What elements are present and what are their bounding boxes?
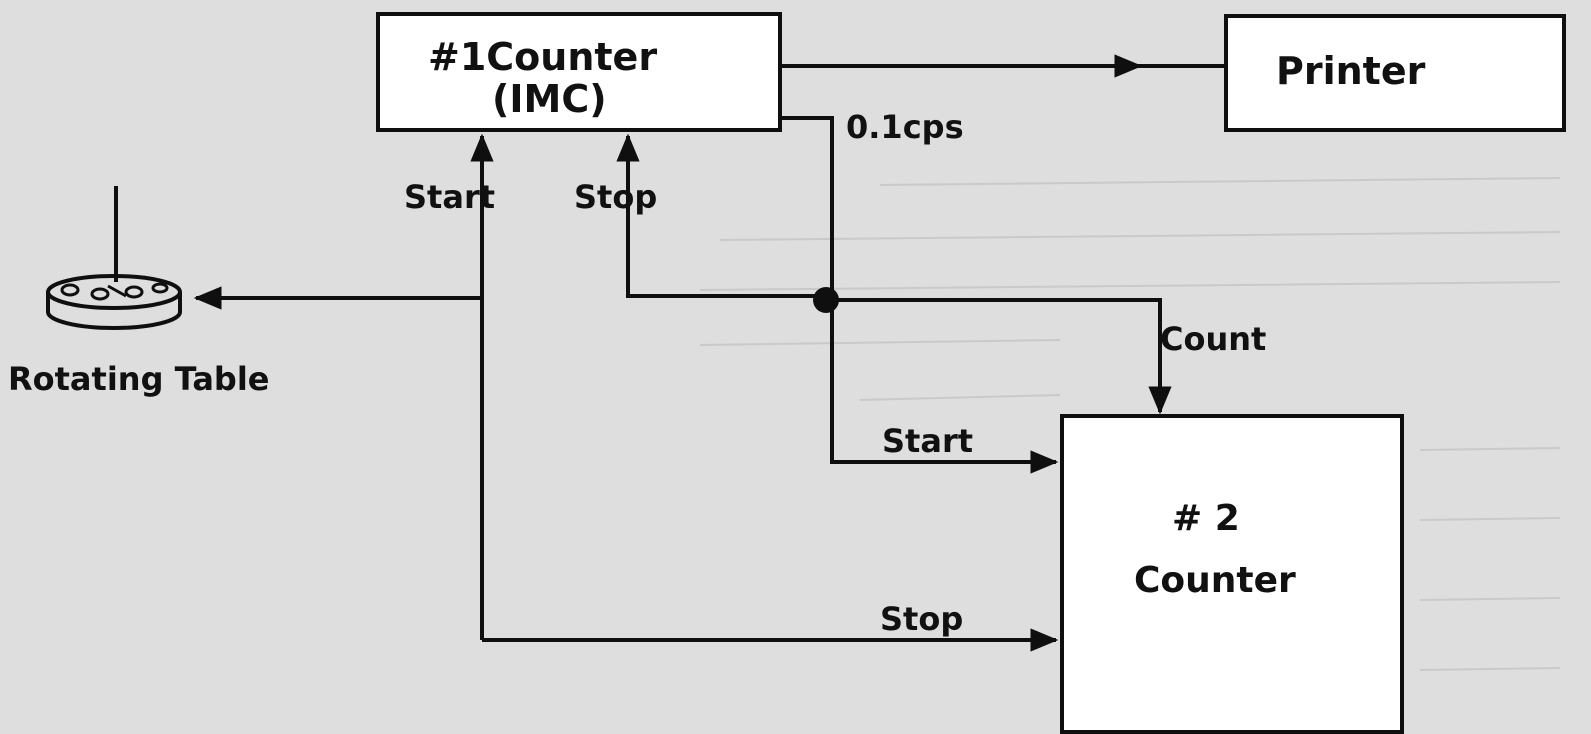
wire-stop-to-counter1 <box>616 133 826 298</box>
counter2-label: Counter <box>1134 560 1296 601</box>
background-texture <box>699 177 1561 671</box>
start-counter1-label: Start <box>404 178 495 216</box>
wire-count-to-counter2 <box>832 298 1172 415</box>
counter1-title: #1Counter <box>428 35 657 79</box>
counter1-box <box>376 12 782 132</box>
printer-box <box>1224 14 1566 132</box>
counter2-number: # 2 <box>1172 498 1240 539</box>
junction-node <box>813 287 839 313</box>
stop-counter2-label: Stop <box>880 600 963 638</box>
counter2-box <box>1060 414 1404 734</box>
rotating-table-icon <box>46 186 182 330</box>
rate-label: 0.1cps <box>846 108 964 146</box>
count-label: Count <box>1160 320 1266 358</box>
printer-label: Printer <box>1276 49 1426 93</box>
counter1-block: #1Counter (IMC) <box>376 12 782 132</box>
start-counter2-label: Start <box>882 422 973 460</box>
counter1-subtitle: (IMC) <box>492 77 607 121</box>
printer-block: Printer <box>1224 14 1566 132</box>
rotating-table-label: Rotating Table <box>8 360 269 398</box>
counter2-block: # 2 Counter <box>1060 414 1404 734</box>
stop-counter1-label: Stop <box>574 178 657 216</box>
